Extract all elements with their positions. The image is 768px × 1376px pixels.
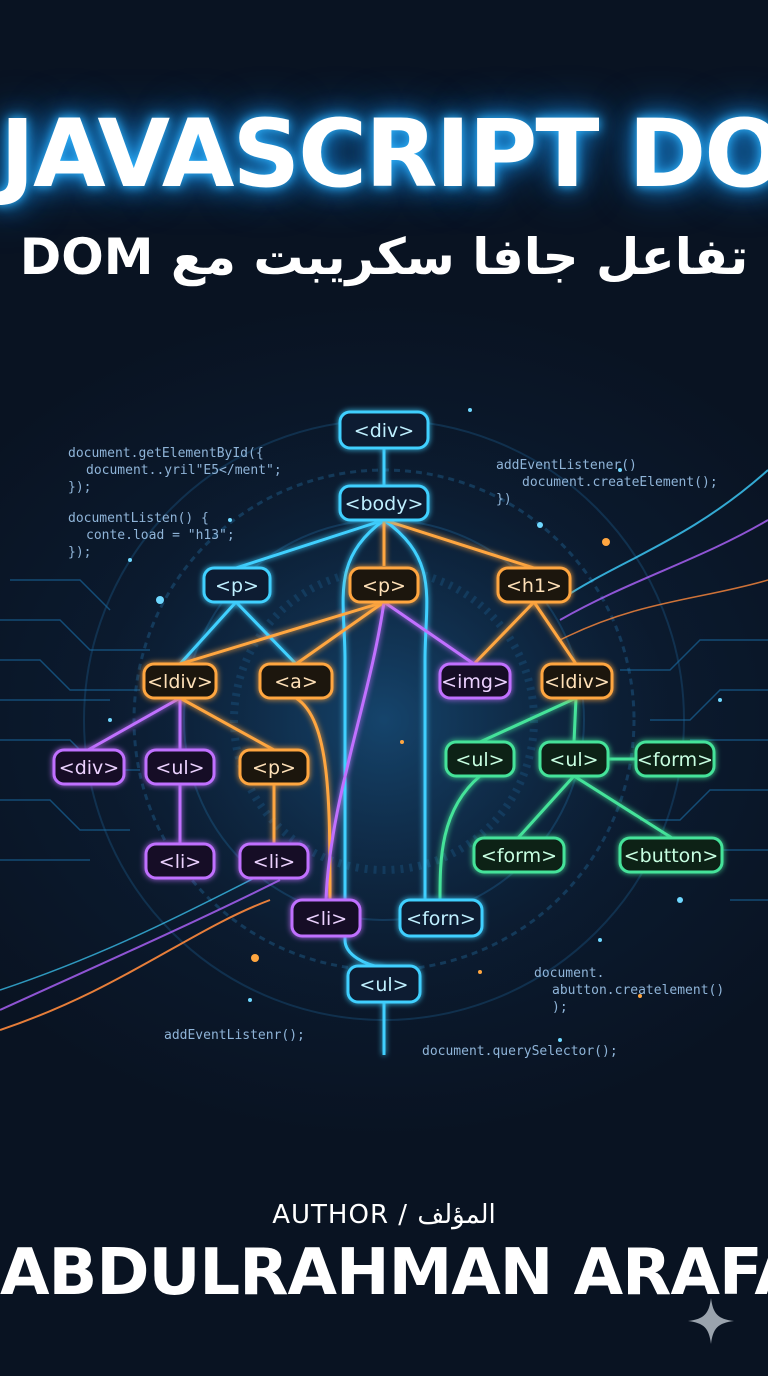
node-img: <img> bbox=[438, 662, 512, 700]
node-div-top: <div> bbox=[338, 410, 430, 450]
node-li-2: <li> bbox=[238, 842, 310, 880]
svg-text:<ul>: <ul> bbox=[155, 757, 204, 779]
node-h1: <h1> bbox=[496, 566, 572, 604]
node-ul-r1: <ul> bbox=[444, 740, 516, 778]
code-line: document.getElementById({ bbox=[68, 446, 264, 461]
svg-text:<ul>: <ul> bbox=[549, 749, 598, 771]
code-line: documentListen() { bbox=[68, 511, 209, 526]
svg-text:<button>: <button> bbox=[624, 845, 719, 867]
code-line: conte.load = "h13"; bbox=[86, 528, 235, 543]
code-line: addEventListener() bbox=[496, 458, 637, 473]
tree-nodes: <div> <body> <p> <p> <h1> <ldiv> bbox=[52, 410, 724, 1004]
node-button: <button> bbox=[618, 836, 724, 874]
svg-text:<img>: <img> bbox=[441, 671, 509, 693]
svg-text:<body>: <body> bbox=[345, 493, 424, 515]
node-ldiv-right: <ldiv> bbox=[540, 662, 614, 700]
code-line: abutton.createlement() bbox=[552, 983, 724, 998]
code-snippets: document.getElementById({ document..yril… bbox=[68, 446, 724, 1059]
code-line: }); bbox=[68, 480, 91, 495]
node-p-center: <p> bbox=[348, 566, 420, 604]
svg-text:<li>: <li> bbox=[305, 908, 347, 930]
code-line: document..yril"E5</ment"; bbox=[86, 463, 282, 478]
svg-text:<form>: <form> bbox=[481, 845, 557, 867]
svg-text:<p>: <p> bbox=[252, 757, 296, 779]
node-body: <body> bbox=[338, 484, 430, 522]
svg-text:<h1>: <h1> bbox=[506, 575, 562, 597]
svg-text:<p>: <p> bbox=[215, 575, 259, 597]
code-line: document.createElement(); bbox=[522, 475, 718, 490]
svg-text:<p>: <p> bbox=[362, 575, 406, 597]
author-label: AUTHOR / المؤلف bbox=[272, 1200, 496, 1230]
node-ul-bottom: <ul> bbox=[346, 964, 422, 1004]
node-form-r2: <form> bbox=[472, 836, 566, 874]
sparkle-icon bbox=[688, 1298, 734, 1344]
node-li-1: <li> bbox=[144, 842, 216, 880]
node-div-l3: <div> bbox=[52, 748, 126, 786]
svg-text:<div>: <div> bbox=[59, 757, 119, 779]
node-p-l3: <p> bbox=[238, 748, 310, 786]
node-a: <a> bbox=[258, 662, 334, 700]
code-line: }) bbox=[496, 492, 512, 507]
svg-text:<ldiv>: <ldiv> bbox=[147, 671, 213, 693]
svg-text:<ldiv>: <ldiv> bbox=[544, 671, 610, 693]
code-line: }); bbox=[68, 545, 91, 560]
cover-title: JAVASCRIPT DOM bbox=[0, 100, 768, 209]
node-ldiv-left: <ldiv> bbox=[142, 662, 218, 700]
svg-text:<form>: <form> bbox=[637, 749, 713, 771]
svg-text:<li>: <li> bbox=[159, 851, 201, 873]
node-p-left: <p> bbox=[202, 566, 272, 604]
dom-tree-illustration: <div> <body> <p> <p> <h1> <ldiv> bbox=[0, 390, 768, 1059]
svg-text:<forn>: <forn> bbox=[406, 908, 476, 930]
node-ul-r2: <ul> bbox=[538, 740, 610, 778]
svg-text:<ul>: <ul> bbox=[359, 974, 408, 996]
code-line: addEventListenr(); bbox=[164, 1028, 305, 1043]
svg-text:<ul>: <ul> bbox=[455, 749, 504, 771]
node-li-3: <li> bbox=[290, 898, 362, 938]
node-form-r: <form> bbox=[634, 740, 716, 778]
background-circuitry bbox=[0, 390, 768, 1050]
code-line: document. bbox=[534, 966, 604, 981]
author-name: ABDULRAHMAN ARAFAT bbox=[0, 1236, 768, 1310]
code-line: ); bbox=[552, 1000, 568, 1015]
node-forn: <forn> bbox=[398, 898, 484, 938]
code-line: document.querySelector(); bbox=[422, 1044, 618, 1059]
svg-text:<div>: <div> bbox=[354, 420, 414, 442]
cover-subtitle: تفاعل جافا سكريبت مع DOM bbox=[19, 228, 749, 286]
svg-text:<a>: <a> bbox=[274, 671, 317, 693]
node-ul-l3: <ul> bbox=[144, 748, 216, 786]
tree-edges bbox=[87, 448, 673, 1055]
svg-text:<li>: <li> bbox=[253, 851, 295, 873]
